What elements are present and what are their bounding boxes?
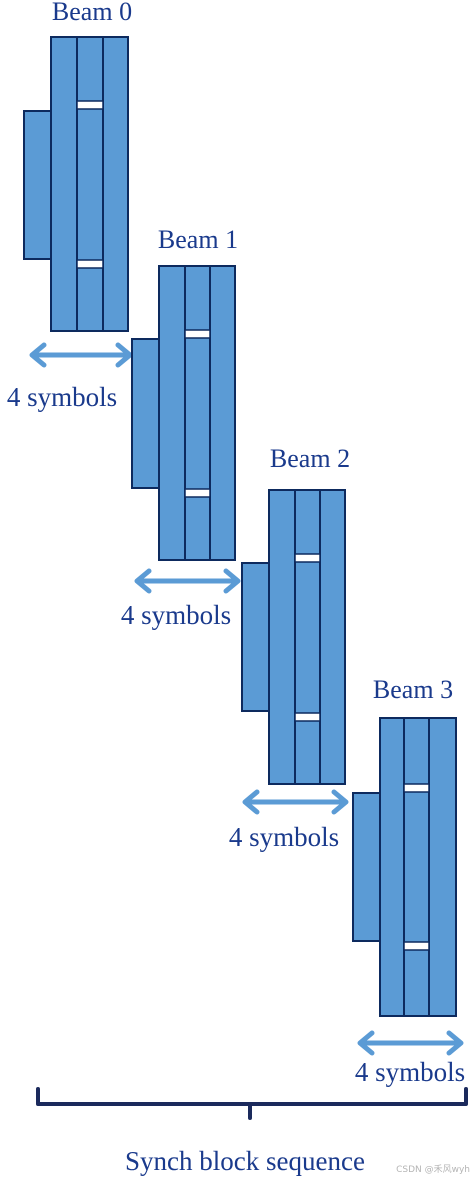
beam-gap-marker-2-bottom	[294, 712, 321, 722]
symbols-label-3: 4 symbols	[355, 1057, 465, 1087]
beam-symbol-3-2	[403, 717, 430, 1017]
beam-label-0: Beam 0	[52, 0, 132, 26]
symbols-arrow-3	[357, 1030, 464, 1056]
beam-label-1: Beam 1	[158, 225, 238, 254]
beam-group-2: Beam 2 4 symbols	[229, 444, 350, 852]
beam-side-block-2	[241, 562, 270, 712]
sequence-label: Synch block sequence	[125, 1146, 365, 1176]
beam-symbol-0-3	[102, 36, 129, 332]
beam-symbol-3-1	[379, 717, 405, 1017]
watermark-text: CSDN @禾风wyh	[396, 1164, 470, 1175]
beam-side-block-0	[23, 110, 52, 260]
beam-gap-marker-0-bottom	[76, 259, 104, 269]
beam-gap-marker-3-bottom	[403, 941, 430, 951]
beam-symbol-1-3	[209, 265, 236, 561]
beam-symbol-2-2	[294, 489, 321, 785]
symbols-arrow-2	[242, 789, 349, 815]
beam-side-block-3	[352, 792, 381, 942]
beam-symbol-0-2	[76, 36, 104, 332]
beam-label-3: Beam 3	[373, 675, 453, 704]
symbols-label-2: 4 symbols	[229, 822, 339, 852]
beam-gap-marker-2-top	[294, 553, 321, 563]
symbols-label-0: 4 symbols	[7, 382, 117, 412]
symbols-arrow-1	[134, 568, 241, 594]
beam-symbol-3-3	[428, 717, 457, 1017]
symbols-label-1: 4 symbols	[121, 600, 231, 630]
beam-gap-marker-1-top	[184, 329, 211, 339]
beam-group-0: Beam 0 4 symbols	[7, 0, 133, 412]
beam-symbol-1-1	[158, 265, 186, 561]
beam-group-3: Beam 3 4 symbols	[352, 675, 465, 1087]
beam-symbol-1-2	[184, 265, 211, 561]
beam-symbol-2-3	[319, 489, 346, 785]
beam-gap-marker-0-top	[76, 100, 104, 110]
sequence-brace	[36, 1087, 468, 1120]
beam-group-1: Beam 1 4 symbols	[121, 225, 241, 630]
symbols-arrow-0	[29, 342, 133, 368]
beam-symbol-2-1	[268, 489, 296, 785]
beam-symbol-0-1	[50, 36, 78, 332]
beam-gap-marker-3-top	[403, 783, 430, 793]
beam-side-block-1	[131, 338, 160, 489]
beam-gap-marker-1-bottom	[184, 488, 211, 498]
beam-label-2: Beam 2	[270, 444, 350, 473]
